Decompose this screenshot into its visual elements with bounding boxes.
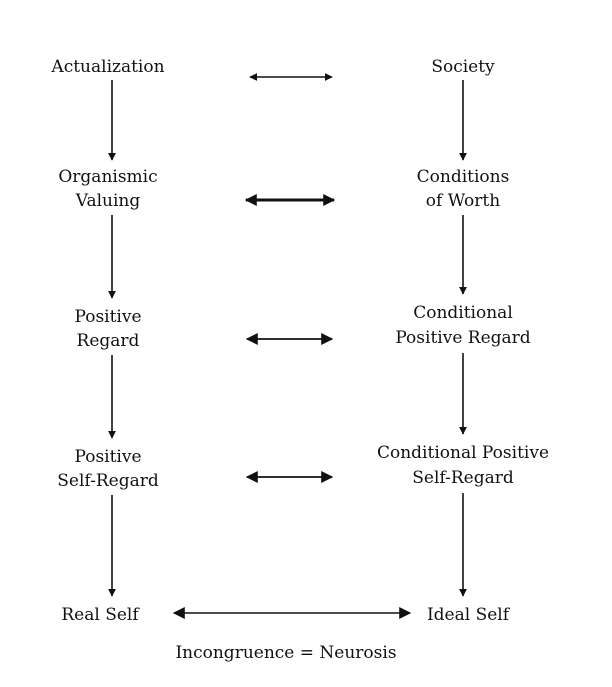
conditional-positive-self-regard-label-line2: Self-Regard [412,468,514,488]
positive-regard-label-line1: Positive [74,307,141,327]
conditions-of-worth-label-line1: Conditions [417,167,510,187]
conditions-of-worth-label-line2: of Worth [426,191,500,211]
positive-self-regard-label-line2: Self-Regard [57,471,159,491]
conditional-positive-regard-label-line1: Conditional [413,303,513,323]
organismic-valuing-label-line1: Organismic [58,167,157,187]
ideal-self-label: Ideal Self [427,605,511,625]
incongruence-neurosis-label: Incongruence = Neurosis [175,643,396,663]
positive-regard-label-line2: Regard [77,331,140,351]
positive-self-regard-label-line1: Positive [74,447,141,467]
conditional-positive-self-regard-label-line1: Conditional Positive [377,443,549,463]
conditional-positive-regard-label-line2: Positive Regard [395,328,530,348]
organismic-valuing-label-line2: Valuing [75,191,141,211]
actualization-label: Actualization [50,57,164,77]
society-label: Society [431,57,495,77]
real-self-label: Real Self [61,605,140,625]
